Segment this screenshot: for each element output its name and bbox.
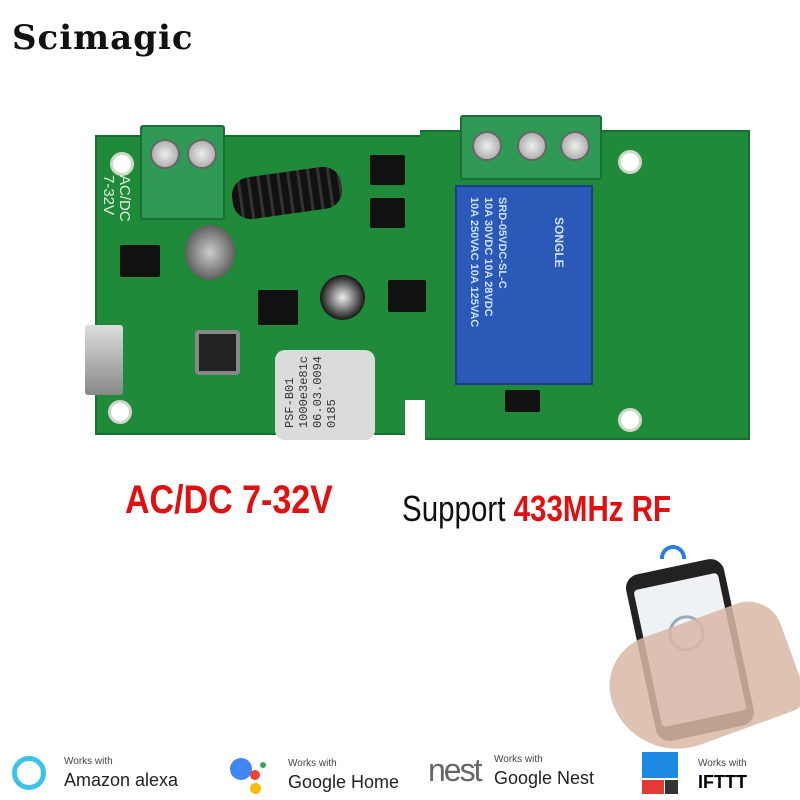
mount-hole [618,150,642,174]
relay-brand: SONGLE [552,217,566,268]
screw-terminal [187,139,217,169]
brand-logo: Scimagic [12,18,194,58]
screw-terminal [472,131,502,161]
relay: SRD-05VDC-SL-C 10A 30VDC 10A 28VDC 10A 2… [455,185,593,385]
support-text: Support [402,488,506,529]
push-button[interactable] [195,330,240,375]
capacitor [185,225,235,280]
capacitor [320,275,365,320]
screw-terminal [150,139,180,169]
alexa-icon [12,756,46,790]
mount-hole [108,400,132,424]
alexa-label: Amazon alexa [64,770,179,790]
yellow-dot-icon [250,783,261,794]
works-with-label: Works with [64,756,113,767]
silkscreen-label: AC/DC 7-32V [100,175,133,222]
google-nest-label: Google Nest [494,768,595,788]
relay-label: SRD-05VDC-SL-C 10A 30VDC 10A 28VDC 10A 2… [468,197,508,328]
red-block-icon [642,780,664,794]
compat-google-home: Works with Google Home [228,750,408,795]
ic-chip [388,280,426,312]
screw-terminal [560,131,590,161]
ifttt-label: IFTTT [698,772,747,792]
google-home-label: Google Home [288,772,400,792]
blue-dot-icon [230,758,252,780]
terminal-block-power [140,125,225,220]
rf-headline: Support 433MHz RF [402,488,671,530]
works-with-label: Works with [288,758,337,769]
wifi-module: PSF-B01 1000e3e81c 06.03.0094 0185 [275,350,375,440]
blue-block-icon [642,752,678,778]
terminal-block-relay [460,115,602,180]
works-with-label: Works with [494,754,543,765]
hand [595,591,800,769]
ic-chip [120,245,160,277]
diode [505,390,540,412]
red-dot-icon [250,770,260,780]
mount-hole [110,152,134,176]
green-dot-icon [260,762,266,768]
voltage-headline: AC/DC 7-32V [125,478,333,522]
dark-block-icon [665,780,678,794]
works-with-label: Works with [698,758,747,769]
compat-alexa: Works with Amazon alexa [12,750,192,795]
pcb-notch [405,400,425,442]
mount-hole [618,408,642,432]
module-label: PSF-B01 1000e3e81c 06.03.0094 0185 [283,356,339,429]
wifi-icon [660,545,686,559]
rf-frequency: 433MHz RF [513,488,672,529]
compat-google-nest: nest Works with Google Nest [428,750,618,795]
ic-chip [258,290,298,325]
ic-chip [370,198,405,228]
micro-usb-port [85,325,123,395]
compat-ifttt: Works with IFTTT [640,750,800,795]
screw-terminal [517,131,547,161]
ic-chip [370,155,405,185]
nest-icon: nest [428,752,483,788]
